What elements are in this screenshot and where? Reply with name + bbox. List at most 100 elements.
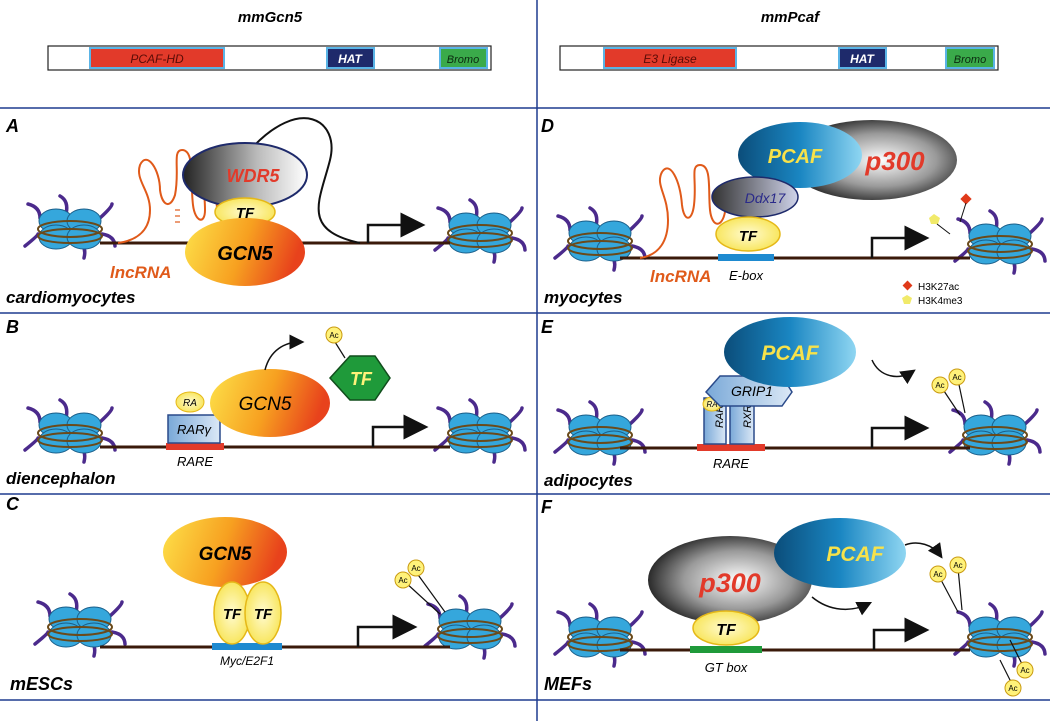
rar-label-e: RAR: [714, 405, 726, 428]
ac-stalk-f-3: [1009, 639, 1024, 667]
ebox-label: E-box: [729, 268, 763, 283]
ac-stalk-e-1: [941, 387, 961, 416]
rar-gamma-box: [167, 414, 221, 444]
ac-label-b: Ac: [329, 331, 338, 340]
myc-e2f1-site: [212, 643, 282, 650]
pcaf-hd-label: PCAF-HD: [130, 52, 184, 66]
e3-ligase-domain: [603, 47, 737, 69]
ac-mark-c-2: [407, 559, 425, 577]
ac-mark-f-4: [1004, 679, 1022, 697]
nucleosome-icon: [553, 400, 647, 466]
tf-f: [692, 610, 760, 646]
gcn5-protein-a: [185, 218, 305, 286]
e3-ligase-label: E3 Ligase: [643, 52, 697, 66]
tss-arrow-e: [870, 415, 930, 448]
rare-label-e: RARE: [713, 456, 749, 471]
tf-c-2: [244, 581, 282, 645]
p300-protein-f: [648, 536, 812, 624]
cell-type-f: MEFs: [544, 674, 592, 694]
rare-site-b: [166, 443, 224, 450]
nucleosome-layer: [23, 194, 1047, 668]
ac-stalk-c-2: [415, 571, 446, 613]
tss-arrow-a: [366, 212, 426, 243]
pcaf-protein-d: [738, 122, 862, 188]
gcn5-protein-b: [210, 369, 330, 437]
header-mmpcaf: mmPcaf: [761, 9, 821, 26]
nucleosome-icon: [433, 198, 527, 264]
ac-label-f-1: Ac: [933, 570, 942, 579]
cell-type-b: diencephalon: [6, 469, 116, 488]
acetylation-arrow-f-1: [904, 542, 943, 559]
ac-label-e-1: Ac: [935, 381, 944, 390]
loop-a: [249, 117, 361, 244]
pcaf-label-d: PCAF: [768, 146, 823, 168]
ac-label-f-3: Ac: [1020, 666, 1029, 675]
ac-stalk-f-4: [999, 659, 1013, 685]
ebox-site: [718, 254, 774, 261]
panel-b: B RARE RARγ RA GCN5 TF Ac diencephalon: [6, 317, 450, 488]
nucleosome-icon: [23, 398, 117, 464]
nucleosome-icon: [948, 400, 1042, 466]
pcaf-hd-domain: [89, 47, 225, 69]
hat-label-gcn5: HAT: [338, 52, 363, 66]
ac-stalk-b: [334, 341, 346, 359]
pcaf-label-e: PCAF: [761, 342, 819, 365]
ac-mark-b: [325, 326, 343, 344]
rare-site-e: [697, 444, 765, 451]
pcaf-protein-f: [774, 518, 906, 588]
panel-letter-f: F: [541, 497, 553, 517]
mark-stalk-d-1: [959, 202, 967, 223]
legend-h3k4me3-label: H3K4me3: [918, 296, 963, 307]
nucleosome-icon: [423, 594, 517, 660]
panel-letter-d: D: [541, 116, 554, 136]
cell-type-d: myocytes: [544, 288, 622, 307]
nucleosome-icon: [553, 602, 647, 668]
rare-label-b: RARE: [177, 454, 213, 469]
tf-label-d: TF: [739, 228, 758, 245]
ra-ligand-b: [175, 391, 205, 413]
ac-mark-e-2: [948, 368, 966, 386]
panel-c: C Myc/E2F1 GCN5 TF TF Ac Ac mESCs: [6, 494, 450, 694]
legend-h3k27ac-label: H3K27ac: [918, 282, 959, 293]
lncrna-d: [639, 163, 726, 259]
gcn5-label-a: GCN5: [217, 243, 273, 265]
ac-stalk-c-1: [404, 581, 441, 615]
legend-h3k27ac-icon: [902, 280, 913, 291]
ac-stalk-f-2: [957, 567, 963, 611]
panel-letter-c: C: [6, 494, 20, 514]
ac-mark-e-1: [931, 376, 949, 394]
hat-domain-gcn5: [326, 47, 375, 69]
pcaf-label-f: PCAF: [826, 543, 884, 566]
ac-label-c-1: Ac: [398, 576, 407, 585]
tss-arrow-d: [870, 225, 930, 258]
legend-h3k4me3-icon: [902, 295, 912, 304]
panel-a: A lncRNA WDR5 TF GCN5 cardiomyocytes: [5, 116, 450, 307]
acetylation-arrow-f-2: [811, 596, 873, 616]
bromo-label-pcaf: Bromo: [954, 54, 986, 66]
gcn5-domain-bar: PCAF-HD HAT Bromo: [47, 45, 492, 71]
gt-box-label: GT box: [705, 660, 748, 675]
bromo-domain-gcn5: [439, 47, 488, 69]
ac-label-f-4: Ac: [1008, 684, 1017, 693]
tf-label-c-1: TF: [223, 606, 242, 623]
pcaf-domain-bar: E3 Ligase HAT Bromo: [559, 45, 999, 71]
lncrna-label-d: lncRNA: [650, 267, 711, 286]
panel-letter-a: A: [5, 116, 19, 136]
gcn5-protein-c: [163, 517, 287, 587]
ac-stalk-e-2: [957, 379, 966, 414]
acetylation-arrow-b: [264, 334, 305, 371]
wdr5-label: WDR5: [227, 166, 281, 186]
ddx17-label: Ddx17: [745, 190, 787, 206]
h3k4me3-mark-d: [929, 214, 940, 224]
bromo-label-gcn5: Bromo: [447, 54, 479, 66]
panel-f: F GT box p300 PCAF TF Ac Ac Ac Ac MEFs: [541, 497, 1034, 697]
panel-e: E RARE RAR RXR RA GRIP1 PCAF Ac Ac adipo…: [541, 317, 970, 490]
ac-label-f-2: Ac: [953, 561, 962, 570]
cell-type-e: adipocytes: [544, 471, 633, 490]
mark-stalk-d-2: [936, 223, 951, 235]
panel-letter-b: B: [6, 317, 19, 337]
gcn5-label-c: GCN5: [199, 544, 252, 565]
hat-domain-pcaf: [838, 47, 887, 69]
